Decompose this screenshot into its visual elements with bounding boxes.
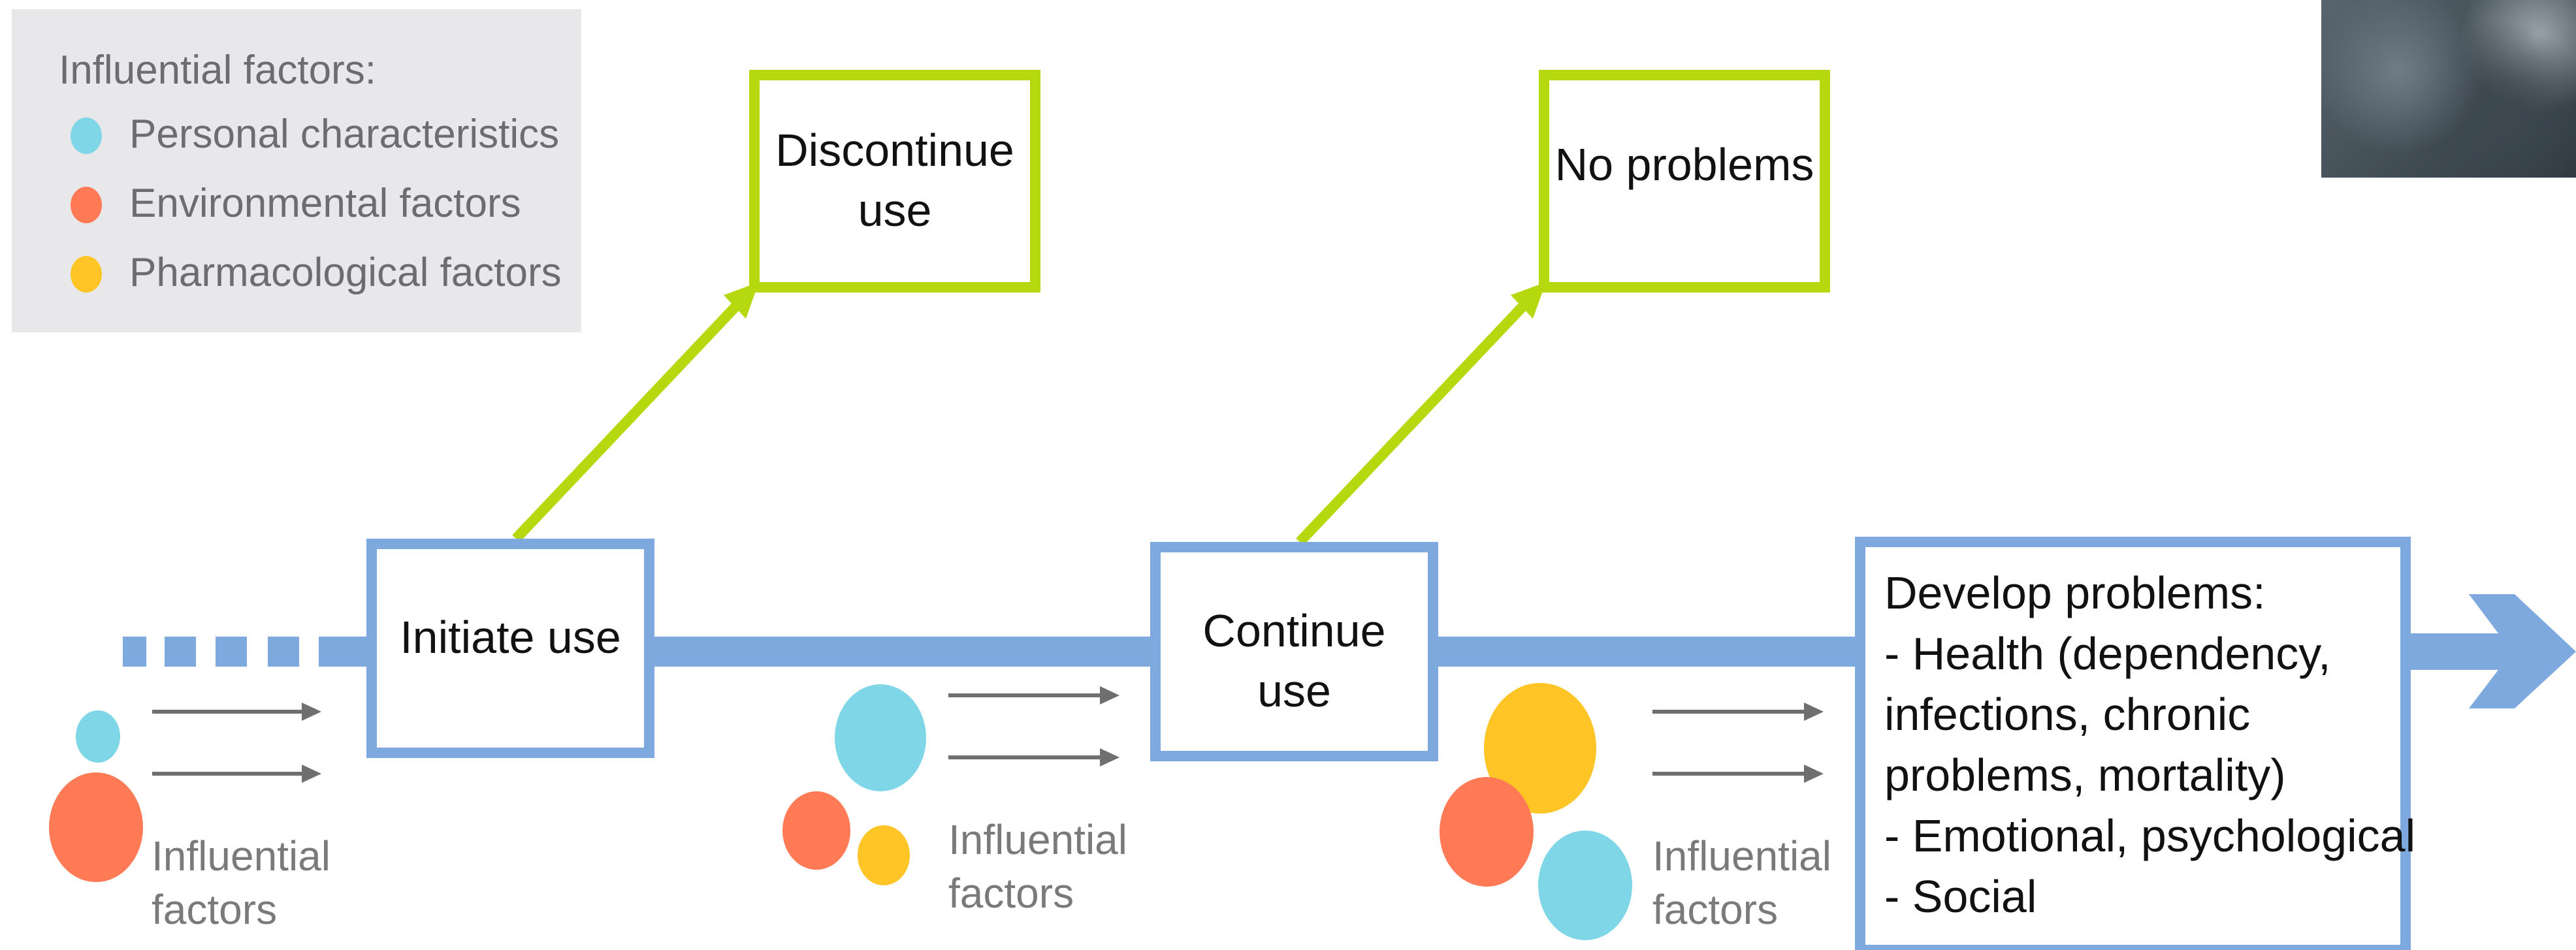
no-problems-box	[1539, 70, 1830, 293]
factors-label-2: Influential factors	[948, 816, 1127, 917]
discontinue-label: Discontinue use	[775, 125, 1014, 236]
initiate-label: Initiate use	[400, 612, 621, 663]
pharmacological-dot-icon	[71, 256, 102, 293]
continue-box	[1150, 542, 1438, 761]
develop-line: - Social	[1884, 871, 2037, 922]
dashed-line	[123, 637, 372, 667]
legend-label: Environmental factors	[129, 181, 521, 226]
factors-group-3	[1440, 683, 1824, 940]
discontinue-box	[749, 70, 1040, 293]
develop-line: problems, mortality)	[1884, 750, 2286, 800]
legend-label: Pharmacological factors	[129, 250, 562, 295]
continue-label: Continue use	[1202, 605, 1386, 716]
factors-group-2	[782, 684, 1119, 885]
personal-dot-icon	[71, 118, 102, 154]
final-arrowhead	[2410, 594, 2576, 708]
corner-photo	[2321, 0, 2576, 178]
factors-label-3: Influential factors	[1652, 832, 1831, 933]
legend-label: Personal characteristics	[129, 112, 560, 157]
legend: Influential factors: Personal characteri…	[12, 9, 581, 332]
no-problems-label: No problems	[1554, 139, 1814, 190]
legend-title: Influential factors:	[59, 48, 376, 93]
develop-line: - Health (dependency,	[1884, 628, 2331, 679]
develop-line: infections, chronic	[1884, 689, 2251, 740]
environmental-dot-icon	[71, 187, 102, 223]
develop-box	[1855, 537, 2411, 950]
green-arrow-no-problems	[1296, 282, 1546, 546]
develop-title: Develop problems:	[1884, 567, 2266, 618]
factors-label-1: Influential factors	[152, 832, 330, 933]
factors-group-1	[49, 703, 321, 882]
develop-line: - Emotional, psychological	[1884, 810, 2416, 861]
initiate-box	[366, 539, 654, 758]
